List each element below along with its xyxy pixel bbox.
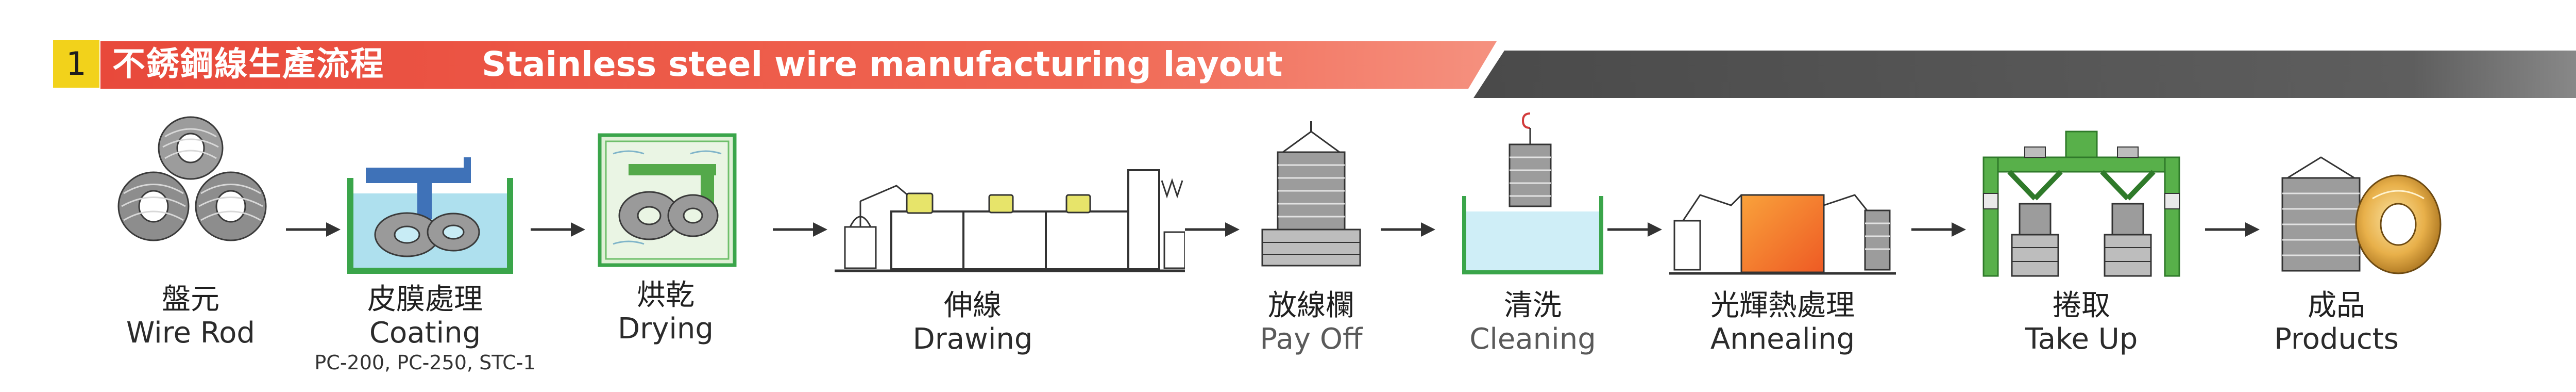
drawing-name-zh: 伸線 [943,289,1002,322]
arrow-right-icon [1911,222,1966,237]
wire-rod-coils-icon [117,116,267,241]
wire-rod-name-en: Wire Rod [126,316,255,350]
step-drawing [835,155,1185,279]
coating-tank-icon [347,157,513,274]
arrow-right-icon [286,222,341,237]
cleaning-name-en: Cleaning [1469,322,1596,356]
coating-name-en: Coating [369,316,481,350]
step-wire-rod [108,111,273,271]
pay-off-name-en: Pay Off [1260,322,1363,356]
drying-oven-icon [598,133,737,267]
label-products: 成品 Products [2274,289,2399,356]
arrow-right-icon [1381,222,1435,237]
header-red-band [100,41,1497,89]
step-products [2272,147,2442,276]
section-header: 1 不銹鋼線生產流程 Stainless steel wire manufact… [0,0,2576,98]
step-number-badge: 1 [53,40,99,88]
coating-name-zh: 皮膜處理 [367,283,483,316]
arrow-right-icon [773,222,827,237]
step-take-up [1978,126,2184,281]
pay-off-name-zh: 放線欄 [1267,289,1354,322]
arrow-right-icon [531,222,585,237]
pay-off-stand-icon [1261,121,1361,267]
annealing-furnace-icon [1669,194,1896,275]
cleaning-tank-icon [1462,112,1603,274]
wire-drawing-machine-icon [835,169,1185,272]
title-english: Stainless steel wire manufacturing layou… [482,44,1283,84]
annealing-name-zh: 光輝熱處理 [1710,289,1855,322]
label-pay-off: 放線欄 Pay Off [1260,289,1362,356]
step-coating [340,157,520,276]
arrow-right-icon [1185,222,1240,237]
step-pay-off [1252,121,1370,276]
drawing-name-en: Drawing [912,322,1033,356]
drying-name-en: Drying [618,312,714,346]
label-drying: 烘乾 Drying [618,279,714,346]
coating-models: PC-200, PC-250, STC-1 [314,351,536,374]
take-up-name-en: Take Up [2025,322,2138,356]
step-drying [598,133,737,267]
label-wire-rod: 盤元 Wire Rod [126,283,255,350]
annealing-name-en: Annealing [1710,322,1855,356]
wire-rod-name-zh: 盤元 [161,283,219,316]
label-take-up: 捲取 Take Up [2025,289,2138,356]
step-cleaning [1458,108,1607,279]
header-band [100,41,2576,98]
label-coating: 皮膜處理 Coating PC-200, PC-250, STC-1 [314,283,535,375]
products-name-en: Products [2274,322,2399,356]
step-annealing [1669,164,1896,277]
finished-products-icon [2281,156,2442,274]
cleaning-name-zh: 清洗 [1504,289,1562,322]
title-chinese: 不銹鋼線生產流程 [112,45,384,84]
take-up-name-zh: 捲取 [2052,289,2110,322]
arrow-right-icon [2205,222,2260,237]
label-annealing: 光輝熱處理 Annealing [1710,289,1855,356]
arrow-right-icon [1607,222,1662,237]
products-name-zh: 成品 [2308,289,2365,322]
take-up-machine-icon [1982,130,2180,277]
drying-name-zh: 烘乾 [636,279,694,312]
label-cleaning: 清洗 Cleaning [1469,289,1596,356]
header-dark-band [1473,51,2576,98]
label-drawing: 伸線 Drawing [913,289,1033,356]
